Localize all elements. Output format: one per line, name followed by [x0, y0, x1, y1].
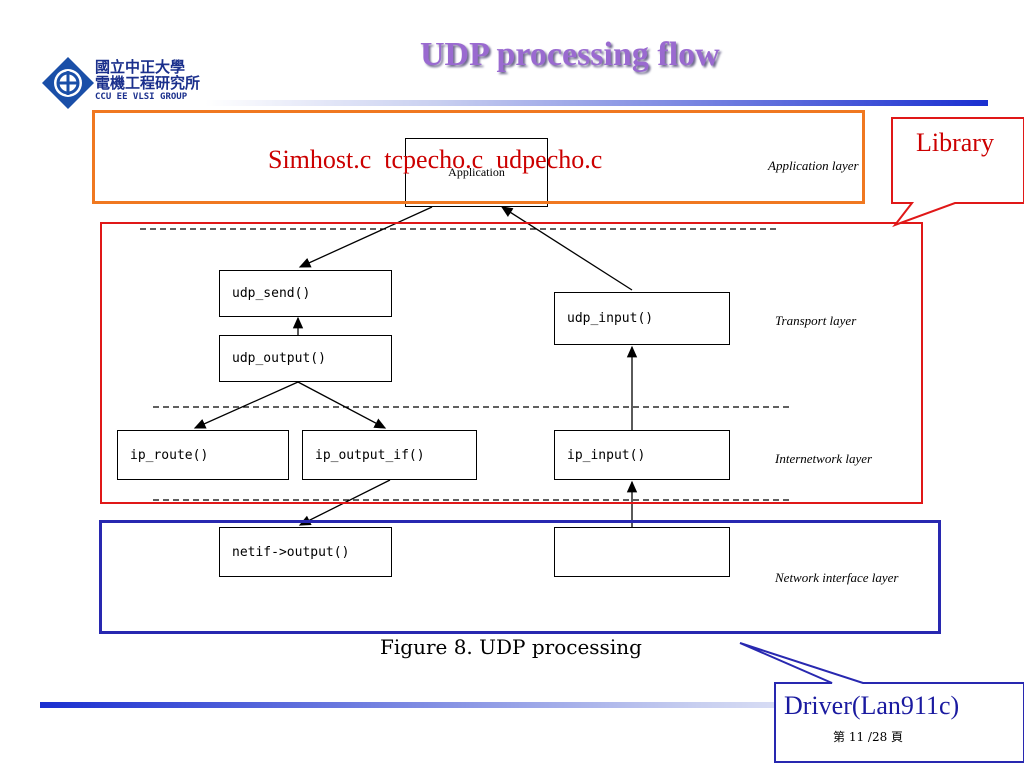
ccu-emblem-icon [42, 57, 94, 109]
logo-line-2: 電機工程研究所 [95, 74, 201, 92]
netif-output-label: netif->output() [232, 544, 350, 560]
ip-output-if-label: ip_output_if() [315, 447, 425, 463]
ip-route-label: ip_route() [130, 447, 209, 463]
arrow-udp-output-to-ip-output-if [297, 381, 387, 429]
ip-output-if-box: ip_output_if() [302, 430, 477, 480]
netif-output-box: netif->output() [219, 527, 392, 577]
page-number: 第 11 /28 頁 [833, 730, 904, 744]
driver-callout-label: Driver(Lan911c) [784, 691, 960, 720]
footer-rule [40, 702, 980, 708]
application-layer-highlight [92, 110, 865, 204]
layer-label-network-interface: Network interface layer [775, 570, 899, 585]
layer-label-transport: Transport layer [775, 313, 857, 328]
page-title: UDP processing flow [420, 36, 720, 73]
application-files-label: Simhost.c tcpecho.c udpecho.c [268, 145, 603, 174]
driver-highlight [99, 520, 941, 634]
arrow-app-to-udp-send [298, 206, 433, 268]
udp-output-box: udp_output() [219, 335, 392, 382]
udp-input-label: udp_input() [567, 311, 654, 326]
udp-input-box: udp_input() [554, 292, 730, 345]
logo-text: 國立中正大學 電機工程研究所 CCU EE VLSI GROUP [95, 60, 200, 102]
figure-caption: Figure 8. UDP processing [380, 635, 642, 659]
ip-route-box: ip_route() [117, 430, 289, 480]
arrow-udp-output-to-ip-route [193, 381, 299, 429]
ip-input-label: ip_input() [567, 447, 646, 463]
driver-input-box [554, 527, 730, 577]
ip-input-box: ip_input() [554, 430, 730, 480]
library-callout-label: Library [916, 128, 994, 157]
layer-label-application: Application layer [768, 158, 859, 173]
layer-label-internetwork: Internetwork layer [775, 451, 873, 466]
library-highlight [100, 222, 923, 504]
udp-send-box: udp_send() [219, 270, 392, 317]
udp-send-label: udp_send() [232, 286, 311, 301]
arrow-udp-input-to-app [500, 206, 633, 291]
udp-output-label: udp_output() [232, 351, 326, 366]
logo-line-3: CCU EE VLSI GROUP [95, 92, 188, 102]
application-box-label: Application [448, 165, 505, 179]
logo-line-1: 國立中正大學 [95, 58, 186, 76]
application-box: Application [405, 138, 548, 207]
header-rule [205, 100, 988, 106]
logo [40, 55, 205, 110]
